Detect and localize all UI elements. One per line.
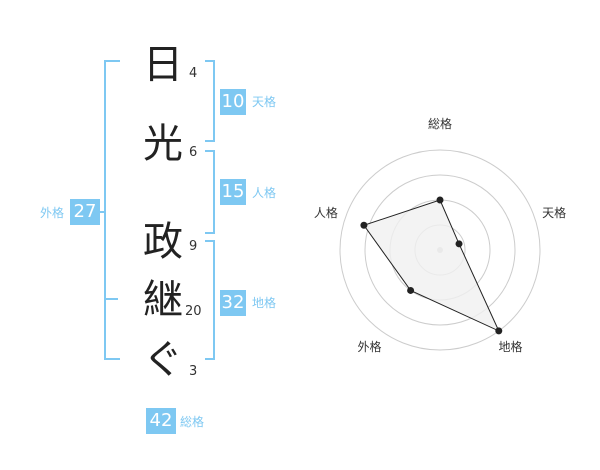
gaikaku-score: 27 bbox=[70, 199, 100, 225]
stroke-count-2: 6 bbox=[189, 145, 198, 160]
stroke-count-3: 9 bbox=[189, 239, 198, 254]
soukaku-score: 42 bbox=[146, 408, 176, 434]
radar-grid-ring bbox=[364, 174, 516, 326]
gaikaku-label: 外格 bbox=[40, 206, 65, 220]
chikaku-bracket bbox=[205, 240, 215, 360]
name-char-2: 光 bbox=[143, 121, 183, 167]
jinkaku-label: 人格 bbox=[252, 186, 277, 200]
gaikaku-bracket-divider bbox=[104, 298, 118, 300]
radar-label-soukaku: 総格 bbox=[428, 117, 453, 131]
radar-point-0 bbox=[436, 196, 444, 204]
name-char-1: 日 bbox=[143, 42, 183, 88]
name-char-3: 政 bbox=[143, 219, 183, 265]
stroke-count-1: 4 bbox=[189, 66, 198, 81]
stroke-count-4: 20 bbox=[185, 304, 202, 319]
chikaku-label: 地格 bbox=[252, 296, 277, 310]
radar-label-tenkaku: 天格 bbox=[542, 205, 567, 220]
radar-label-jinkaku: 人格 bbox=[313, 205, 338, 220]
tenkaku-label: 天格 bbox=[252, 95, 277, 109]
radar-label-gaikaku: 外格 bbox=[357, 340, 382, 355]
name-char-4: 継 bbox=[143, 277, 183, 323]
name-char-5: ぐ bbox=[143, 337, 183, 383]
chikaku-score: 32 bbox=[220, 290, 246, 316]
stroke-count-5: 3 bbox=[189, 364, 198, 379]
jinkaku-score: 15 bbox=[220, 179, 246, 205]
radar-point-1 bbox=[455, 240, 463, 248]
tenkaku-bracket bbox=[205, 60, 215, 142]
radar-point-3 bbox=[407, 286, 415, 294]
radar-point-2 bbox=[495, 327, 503, 335]
tenkaku-score: 10 bbox=[220, 89, 246, 115]
jinkaku-bracket bbox=[205, 150, 215, 234]
radar-series-polygon bbox=[363, 199, 500, 332]
radar-grid-ring bbox=[339, 149, 541, 351]
gaikaku-bracket bbox=[104, 60, 120, 360]
radar-point-4 bbox=[360, 221, 368, 229]
radar-label-chikaku: 地格 bbox=[498, 340, 523, 355]
soukaku-label: 総格 bbox=[180, 415, 205, 429]
